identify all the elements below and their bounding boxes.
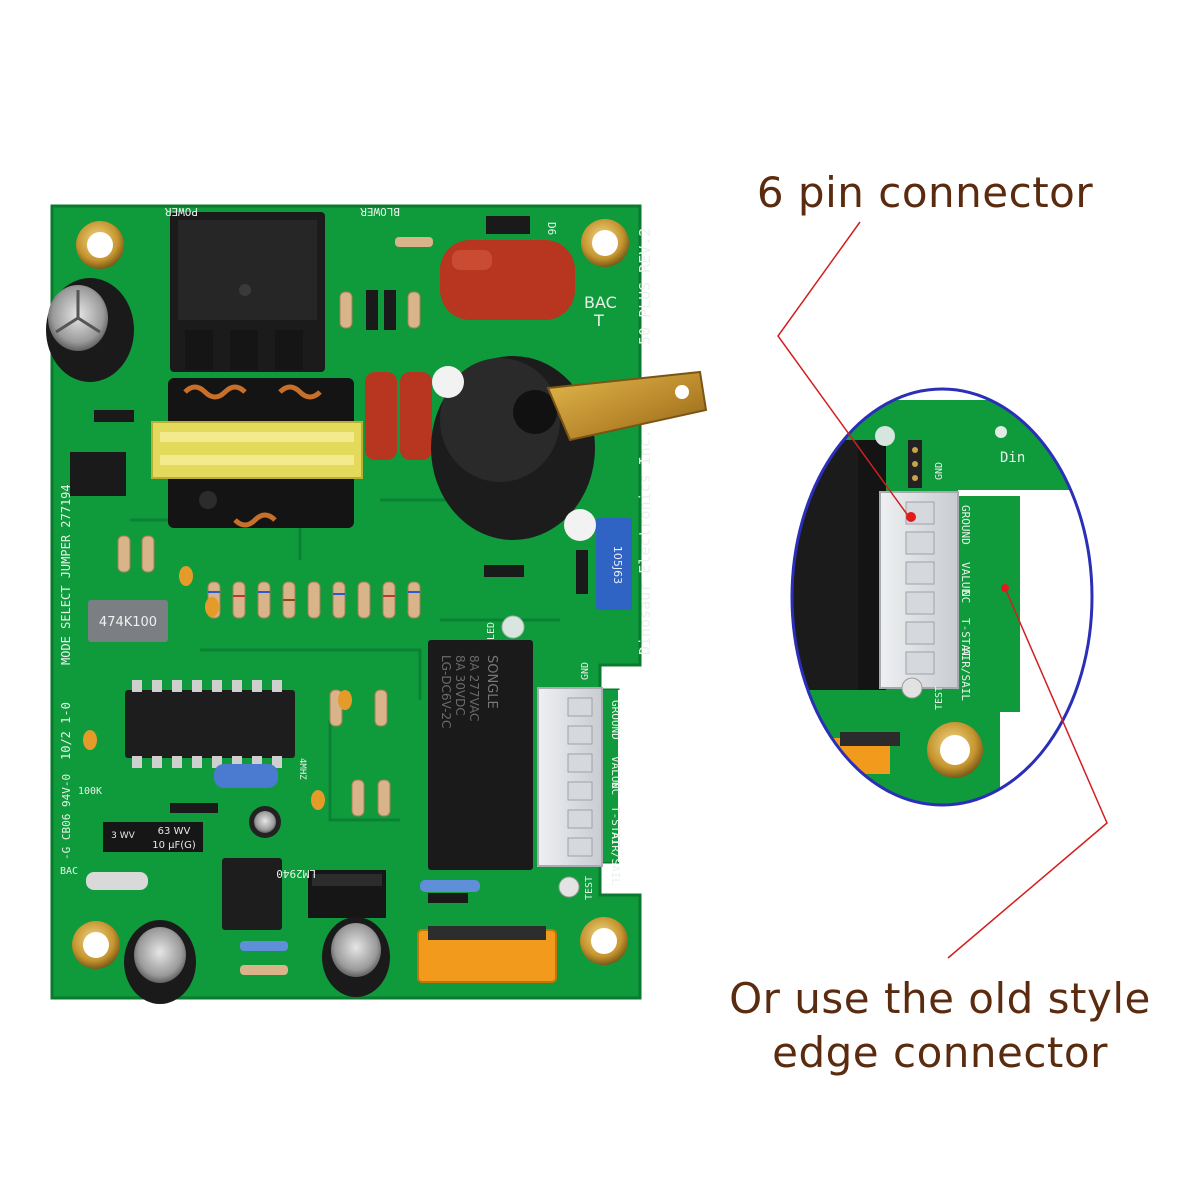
cap-105-label: 105J63 bbox=[611, 546, 624, 584]
regulator-label: LM2940 bbox=[276, 867, 316, 880]
cap-10uf-label: 10 μF(G) bbox=[152, 840, 196, 851]
dip-ic bbox=[125, 680, 295, 768]
model-label: 50 PLUS REV.2 bbox=[636, 228, 654, 345]
diodes bbox=[94, 216, 588, 903]
edge-connector-caption-line2: edge connector bbox=[772, 1028, 1108, 1077]
bac-label: BAC bbox=[584, 293, 617, 312]
mounting-hole-bottom-left bbox=[72, 921, 120, 969]
zoom-label-ground: GROUND bbox=[959, 505, 972, 545]
six-pin-connector-caption: 6 pin connector bbox=[756, 168, 1094, 217]
edge-label-value: VALUE bbox=[609, 756, 622, 789]
blower-label: BLOWER bbox=[360, 205, 400, 218]
d6-label: D6 bbox=[545, 222, 558, 235]
film-capacitor-pair bbox=[365, 372, 432, 460]
zoom-inset: GROUND VALUE NC T-STAT AIR/SAIL GND TEST… bbox=[790, 387, 1094, 807]
cap-474-label: 474K100 bbox=[99, 615, 157, 630]
power-label: POWER bbox=[165, 205, 198, 218]
spark-transformer-disc bbox=[431, 356, 708, 541]
connector-marker-dot bbox=[906, 512, 916, 522]
mounting-hole-top-left bbox=[76, 221, 124, 269]
leader-line-edge-connector bbox=[947, 587, 1108, 959]
relay-spec-3: LG-DC6V-2C bbox=[439, 655, 453, 728]
electrolytic-capacitor-bottom-left bbox=[124, 920, 196, 1004]
small-ic bbox=[222, 858, 282, 930]
main-relay: SONGLE 8A 277VAC 8A 30VDC LG-DC6V-2C bbox=[428, 640, 533, 870]
test-label: TEST bbox=[584, 876, 595, 900]
edge-connector-caption: Or use the old style edge connector bbox=[690, 972, 1190, 1080]
t-label: T bbox=[593, 311, 604, 330]
power-relay bbox=[170, 212, 325, 372]
edge-label-nc: NC bbox=[609, 782, 622, 795]
electrolytic-capacitor-bottom-mid bbox=[322, 917, 390, 997]
relay-spec-2: 8A 30VDC bbox=[453, 655, 467, 716]
zoom-label-tstat: T-STAT bbox=[959, 618, 972, 658]
test-point bbox=[558, 876, 580, 898]
ceramic-capacitors bbox=[83, 566, 352, 810]
transformer bbox=[151, 378, 363, 528]
edge-connector-caption-line1: Or use the old style bbox=[729, 974, 1151, 1023]
edge-connector-labels: GROUND VALUE NC T-STAT AIR/SAIL bbox=[609, 700, 622, 885]
zoom-ellipse-outline bbox=[790, 387, 1094, 807]
zoom-label-value: VALUE bbox=[959, 562, 972, 595]
zoom-label-din: Din bbox=[1000, 450, 1025, 466]
zoom-label-gnd: GND bbox=[934, 462, 945, 480]
mounting-hole-top-right bbox=[581, 219, 629, 267]
mode-values-label: 10/2 1-0 bbox=[59, 702, 73, 760]
ceramic-resonator bbox=[214, 764, 278, 788]
relay-brand-label: SONGLE bbox=[484, 655, 499, 709]
zoom-label-test: TEST bbox=[934, 686, 945, 710]
power-transistor bbox=[70, 452, 126, 496]
edge-label-ground: GROUND bbox=[609, 700, 622, 740]
mounting-hole-bottom-right bbox=[580, 917, 628, 965]
cap-3wv-label: 3 WV bbox=[111, 831, 135, 841]
status-led bbox=[501, 615, 525, 639]
relay-spec-1: 8A 277VAC bbox=[467, 655, 481, 721]
grey-capacitor: 474K100 bbox=[88, 600, 168, 642]
voltage-regulator bbox=[308, 870, 386, 918]
cap-63-label: 63 WV bbox=[158, 826, 191, 837]
edge-label-airsail: AIR/SAIL bbox=[609, 832, 622, 885]
gnd-label: GND bbox=[580, 662, 591, 680]
zoom-label-airsail: AIR/SAIL bbox=[959, 648, 972, 701]
small-electrolytic-caps: 63 WV 10 μF(G) 3 WV bbox=[103, 822, 203, 852]
electrolytic-capacitor bbox=[46, 278, 134, 382]
leader-line-six-pin bbox=[777, 221, 910, 518]
small-electrolytic-cap-round bbox=[249, 806, 281, 838]
maker-label: Dinosaur Electronics Inc. bbox=[636, 429, 654, 655]
zoom-label-nc: NC bbox=[959, 590, 972, 603]
mode-jumper-label: MODE SELECT JUMPER 277194 bbox=[59, 484, 73, 665]
bac-small-label: BAC bbox=[60, 866, 78, 877]
pcb-board: 105J63 SONGLE 8A 277VAC 8A 30VDC LG-DC6V… bbox=[46, 204, 708, 1004]
res-100k-label: 100K bbox=[78, 786, 102, 797]
led-label: LED bbox=[486, 622, 497, 640]
film-capacitor-red bbox=[440, 240, 575, 320]
osc-label: 4MHZ bbox=[297, 758, 307, 780]
blue-capacitor: 105J63 bbox=[596, 518, 632, 610]
cert-label: -G CB06 94V-0 bbox=[60, 774, 73, 860]
fuse bbox=[417, 926, 557, 983]
six-pin-connector bbox=[537, 687, 603, 867]
resistor-array bbox=[86, 237, 480, 975]
edge-label-tstat: T-STAT bbox=[609, 806, 622, 846]
